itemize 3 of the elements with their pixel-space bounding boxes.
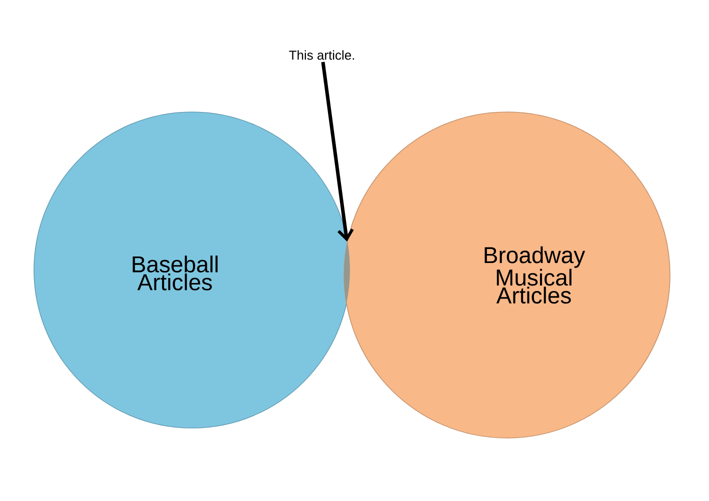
overlap-region [344, 242, 350, 304]
callout-text: This article. [289, 50, 354, 60]
leader-arrow [321, 62, 354, 242]
